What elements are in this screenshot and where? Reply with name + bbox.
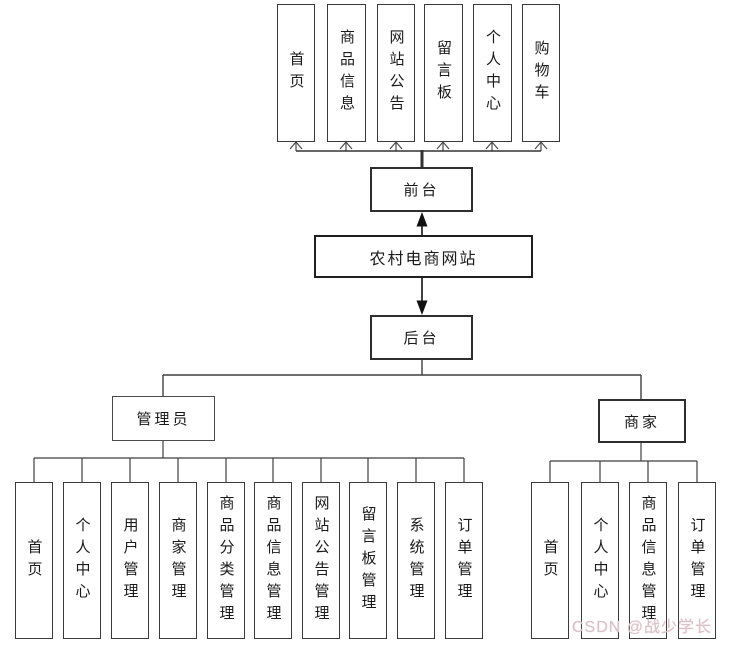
frontend-module-home: 首页 xyxy=(277,4,315,142)
admin-module-user-management: 用户管理 xyxy=(111,482,149,639)
arrowhead-up-icon xyxy=(416,212,428,227)
merchant-module-tree xyxy=(549,443,698,483)
merchant-module-product-info-management: 商品信息管理 xyxy=(629,482,667,639)
root-to-frontend-arrow xyxy=(416,212,428,235)
backend-node: 后台 xyxy=(370,315,473,360)
admin-module-tree xyxy=(33,441,465,483)
frontend-module-site-announcement: 网站公告 xyxy=(377,4,415,142)
frontend-branch-arrows xyxy=(289,141,548,151)
frontend-module-message-board: 留言板 xyxy=(424,4,463,142)
frontend-module-shopping-cart: 购物车 xyxy=(522,4,560,142)
merchant-module-home: 首页 xyxy=(531,482,569,639)
merchant-module-order-management: 订单管理 xyxy=(678,482,716,639)
merchant-module-personal-center: 个人中心 xyxy=(581,482,619,639)
arrowhead-down-icon xyxy=(416,300,428,315)
admin-module-merchant-management: 商家管理 xyxy=(159,482,197,639)
frontend-node: 前台 xyxy=(370,167,473,212)
admin-module-product-info-management: 商品信息管理 xyxy=(254,482,292,639)
frontend-module-personal-center: 个人中心 xyxy=(473,4,512,142)
admin-module-product-category-management: 商品分类管理 xyxy=(207,482,245,639)
admin-module-home: 首页 xyxy=(15,482,53,639)
role-merchant-node: 商家 xyxy=(598,399,686,443)
admin-module-order-management: 订单管理 xyxy=(445,482,483,639)
role-admin-node: 管理员 xyxy=(112,396,215,441)
backend-role-tree xyxy=(162,360,642,400)
admin-module-system-management: 系统管理 xyxy=(397,482,435,639)
root-to-backend-arrow xyxy=(416,278,428,315)
admin-module-message-board-management: 留言板管理 xyxy=(349,482,387,639)
frontend-module-product-info: 商品信息 xyxy=(327,4,366,142)
root-node: 农村电商网站 xyxy=(314,235,533,278)
admin-module-personal-center: 个人中心 xyxy=(63,482,101,639)
frontend-bus-line xyxy=(296,150,541,167)
admin-module-site-announcement-management: 网站公告管理 xyxy=(302,482,340,639)
csdn-watermark: CSDN @战少学长 xyxy=(572,619,713,636)
